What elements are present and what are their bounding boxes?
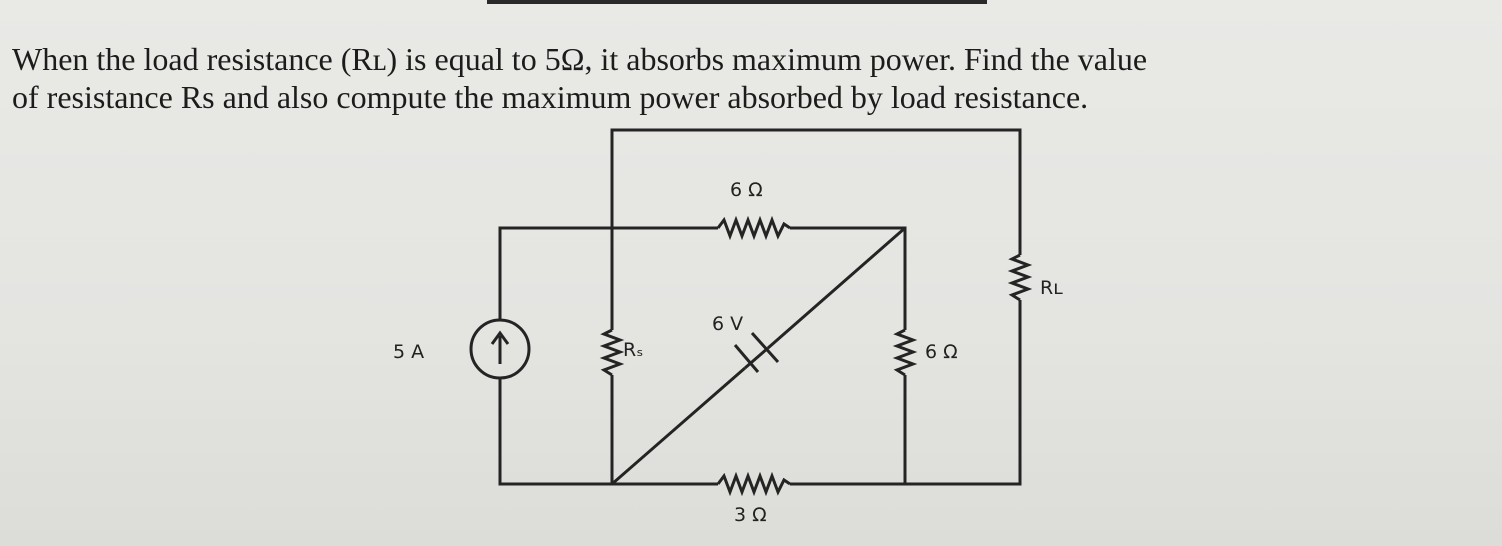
top-resistor	[716, 215, 791, 241]
voltage-source-label: 6 V	[712, 313, 743, 335]
bottom-resistor	[716, 471, 791, 497]
voltage-source	[733, 331, 780, 373]
top-resistor-label: 6 Ω	[730, 179, 763, 201]
current-source	[469, 318, 531, 380]
current-source-label: 5 A	[393, 341, 424, 363]
load-resistor	[1007, 253, 1033, 302]
wire-outer-top	[610, 128, 1022, 255]
page-top-rule	[487, 0, 987, 4]
rs-resistor	[599, 328, 625, 377]
load-resistor-label: Rʟ	[1040, 277, 1063, 299]
wire-right-down	[790, 375, 907, 486]
question-text: When the load resistance (Rʟ) is equal t…	[12, 40, 1492, 116]
wire-left-bottom	[498, 378, 718, 486]
wire-load-bottom	[905, 300, 1022, 486]
wire-left-top	[498, 226, 718, 320]
wire-diagonal	[611, 226, 906, 486]
rs-label: Rₛ	[623, 339, 643, 361]
right-resistor-label: 6 Ω	[925, 341, 958, 363]
bottom-resistor-label: 3 Ω	[734, 504, 767, 526]
question-line-1: When the load resistance (Rʟ) is equal t…	[12, 41, 1148, 77]
right-resistor	[892, 328, 918, 377]
question-line-2: of resistance Rs and also compute the ma…	[12, 79, 1089, 115]
